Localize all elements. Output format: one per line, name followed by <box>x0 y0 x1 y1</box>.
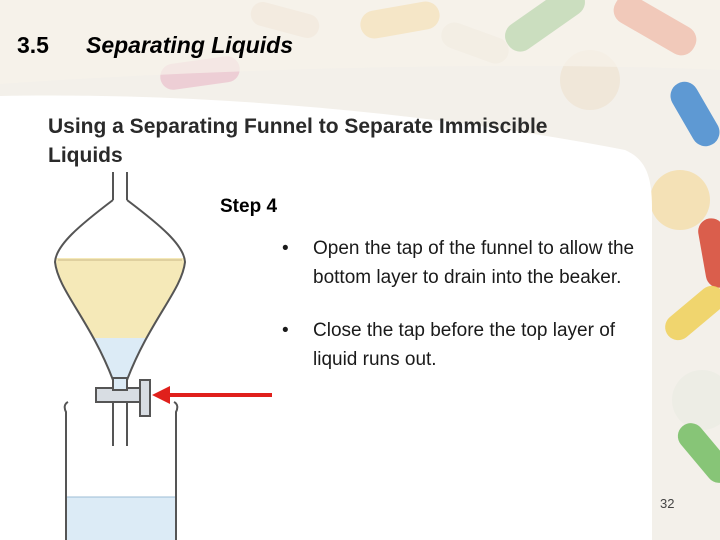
bullet-icon: • <box>282 320 289 341</box>
section-title: Separating Liquids <box>86 32 294 58</box>
instruction-item: • Open the tap of the funnel to allow th… <box>282 234 662 292</box>
instruction-text: Close the tap before the top layer of li… <box>313 320 616 370</box>
beaker <box>63 401 179 540</box>
collected-liquid <box>67 497 175 540</box>
step-label: Step 4 <box>220 196 278 217</box>
page-number: 32 <box>660 496 675 511</box>
bullet-icon: • <box>282 238 289 259</box>
top-liquid-layer <box>55 258 185 338</box>
instruction-item: • Close the tap before the top layer of … <box>282 316 662 374</box>
slide-subtitle: Using a Separating Funnel to Separate Im… <box>48 115 548 167</box>
funnel-stem-top <box>112 172 128 200</box>
instruction-text: Open the tap of the funnel to allow the … <box>313 238 635 288</box>
section-number: 3.5 <box>17 32 49 58</box>
instruction-list: • Open the tap of the funnel to allow th… <box>282 234 662 398</box>
funnel-body <box>53 199 187 381</box>
tap-knob <box>139 379 151 417</box>
arrow-to-tap <box>152 386 272 404</box>
